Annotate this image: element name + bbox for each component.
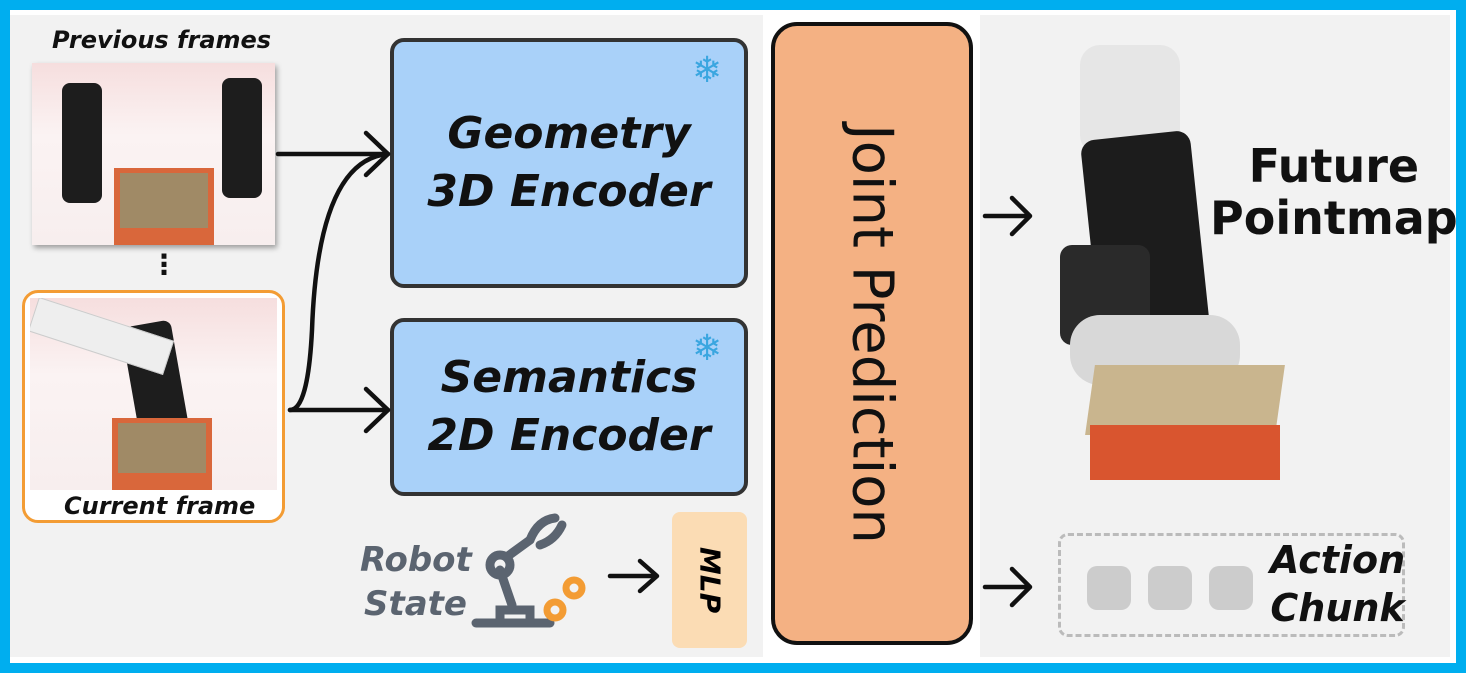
- arrow-current-to-geometry: [287, 151, 391, 413]
- action-chunk-box: [1058, 533, 1405, 637]
- action-token: [1209, 566, 1253, 610]
- snowflake-icon: ❄: [692, 328, 723, 369]
- previous-frame-image: [32, 63, 275, 245]
- snowflake-icon: ❄: [692, 50, 723, 91]
- action-chunk-line2: Chunk: [1270, 586, 1405, 630]
- semantics-encoder-line1: Semantics: [440, 352, 698, 403]
- robot-state-line2: State: [364, 584, 467, 624]
- action-chunk-line1: Action: [1270, 538, 1406, 582]
- geometry-3d-encoder: Geometry 3D Encoder: [390, 38, 748, 288]
- geometry-encoder-line1: Geometry: [447, 108, 691, 159]
- action-token: [1087, 566, 1131, 610]
- current-frame-image: [30, 298, 277, 490]
- robot-state-label: Robot State: [360, 538, 472, 626]
- semantics-encoder-line2: 2D Encoder: [427, 410, 711, 461]
- geometry-encoder-line2: 3D Encoder: [427, 166, 711, 217]
- semantics-2d-encoder: Semantics 2D Encoder: [390, 318, 748, 496]
- future-pointmap-line1: Future: [1248, 139, 1420, 193]
- ellipsis: ⋮: [150, 248, 178, 281]
- action-token: [1148, 566, 1192, 610]
- joint-prediction-block: Joint Prediction: [771, 22, 973, 645]
- previous-frames-label: Previous frames: [52, 26, 272, 54]
- action-chunk-label: Action Chunk: [1270, 536, 1405, 632]
- future-pointmap-label: Future Pointmap: [1210, 140, 1458, 244]
- future-pointmap-line2: Pointmap: [1210, 191, 1458, 245]
- future-pointmap-image: [1010, 25, 1285, 485]
- mlp-block: MLP: [672, 512, 747, 648]
- robot-state-line1: Robot: [360, 540, 472, 580]
- current-frame-label: Current frame: [64, 492, 256, 520]
